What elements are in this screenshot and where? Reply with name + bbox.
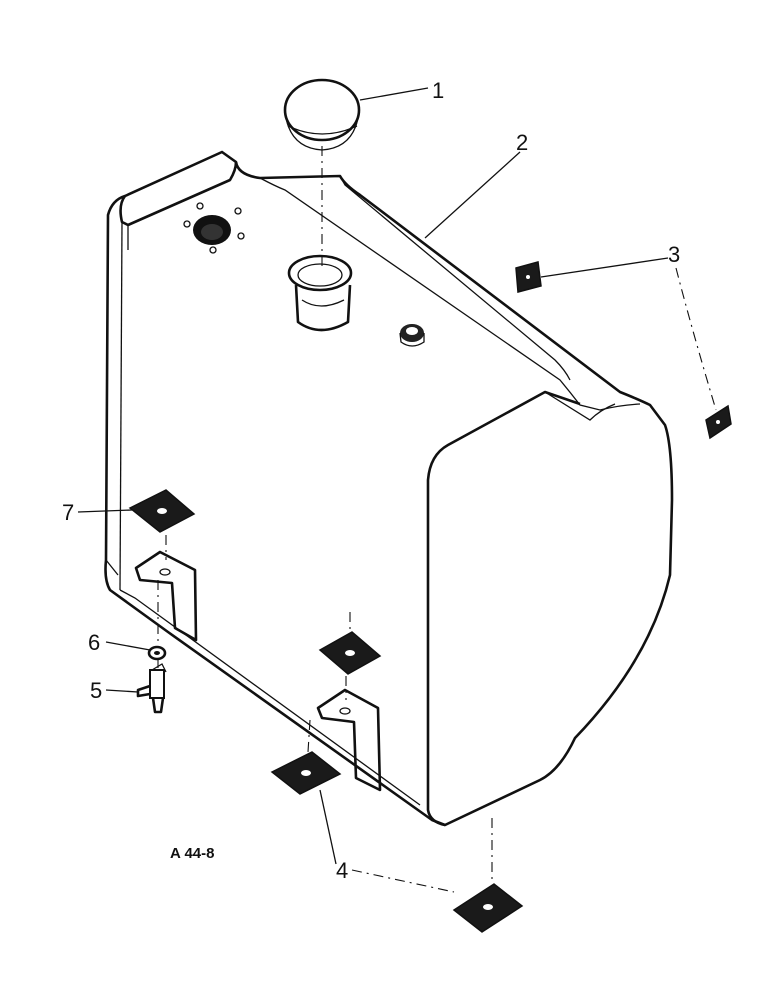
pad-icon-3b [705, 404, 732, 440]
callout-5: 5 [90, 678, 102, 703]
mounting-bracket-right [316, 688, 382, 792]
filler-neck [287, 254, 353, 332]
tank-end-face [426, 390, 581, 827]
callout-7: 7 [62, 500, 74, 525]
callout-2: 2 [516, 130, 528, 155]
pad-icon-7 [128, 489, 196, 533]
washer-icon [147, 645, 167, 661]
tank-outline [104, 150, 674, 827]
leader-lines [77, 87, 717, 893]
pad-icon-4b [270, 751, 342, 795]
vent-boss [399, 324, 425, 347]
mounting-bracket-left [134, 550, 198, 642]
filler-cap-icon [283, 78, 361, 151]
drain-cock-icon [136, 663, 167, 714]
callout-1: 1 [432, 78, 444, 103]
tank-top-edge [127, 177, 641, 411]
pad-icon-4c [452, 883, 524, 933]
fuel-tank-icon [104, 150, 674, 827]
callout-4: 4 [336, 858, 348, 883]
pad-icon-4a [318, 631, 382, 675]
centre-lines [157, 146, 493, 884]
callout-3: 3 [668, 242, 680, 267]
gauge-sender-plate [183, 202, 245, 254]
figure-reference: A 44-8 [170, 845, 214, 862]
pad-icon-3a [515, 261, 542, 293]
callout-6: 6 [88, 630, 100, 655]
